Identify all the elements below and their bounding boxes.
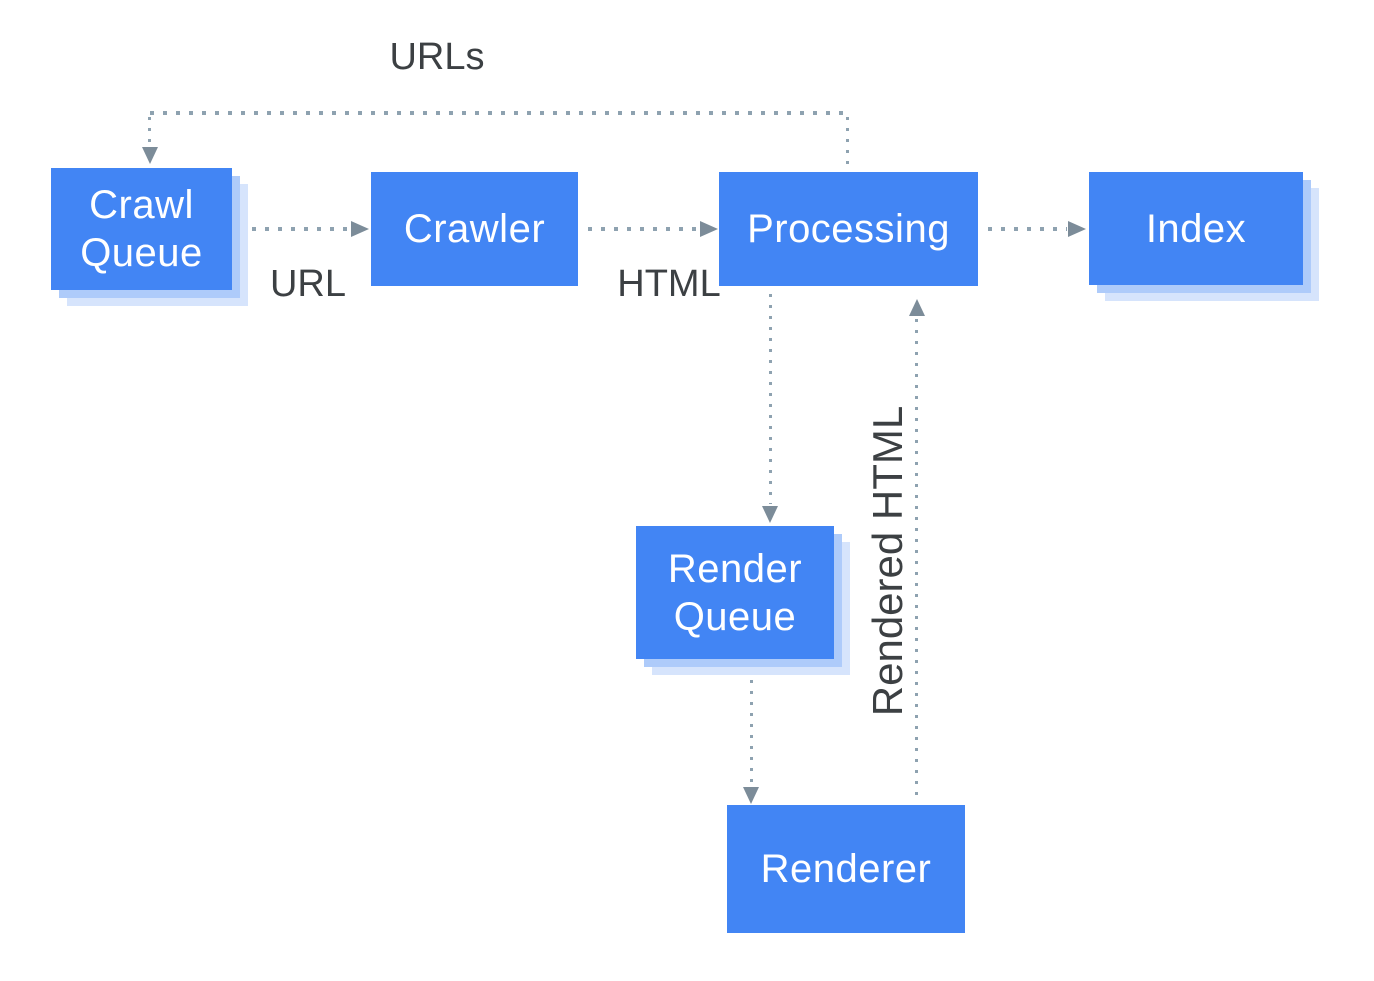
node-renderer: Renderer: [727, 805, 965, 933]
edge-renderer-processing-line: [915, 319, 918, 803]
edge-label-url: URL: [269, 263, 347, 305]
node-crawl-queue: Crawl Queue: [51, 168, 232, 290]
edge-processing-renderqueue-arrowhead: [762, 506, 778, 523]
edge-renderer-processing-arrowhead: [909, 299, 925, 316]
node-index-label: Index: [1145, 206, 1247, 251]
edge-crawler-processing-arrowhead: [700, 221, 718, 237]
node-processing-label: Processing: [747, 207, 950, 251]
edge-processing-renderqueue-line: [769, 294, 772, 504]
edge-processing-crawlqueue-line-right: [846, 117, 849, 169]
edge-crawler-processing-line: [588, 227, 700, 231]
node-render-queue: Render Queue: [636, 526, 834, 659]
edge-processing-index-arrowhead: [1068, 221, 1086, 237]
node-render-queue-label: Render Queue: [667, 546, 803, 639]
edge-renderqueue-renderer-arrowhead: [743, 787, 759, 804]
node-crawler-label: Crawler: [403, 207, 546, 251]
edge-processing-crawlqueue-line-left: [148, 117, 151, 145]
edge-processing-crawlqueue-line-top: [150, 111, 848, 115]
edge-label-rendered-html: Rendered HTML: [864, 405, 911, 717]
edge-renderqueue-renderer-line: [750, 680, 753, 786]
node-processing: Processing: [719, 172, 978, 286]
edge-label-urls: URLs: [389, 36, 485, 78]
edge-label-html: HTML: [617, 263, 721, 305]
edge-crawlqueue-crawler-arrowhead: [351, 221, 369, 237]
node-index: Index: [1089, 172, 1303, 285]
edge-crawlqueue-crawler-line: [252, 227, 349, 231]
node-crawl-queue-label: Crawl Queue: [80, 183, 203, 275]
edge-processing-crawlqueue-arrowhead: [142, 147, 158, 164]
node-crawler: Crawler: [371, 172, 578, 286]
edge-processing-index-line: [988, 227, 1067, 231]
node-renderer-label: Renderer: [760, 847, 932, 891]
